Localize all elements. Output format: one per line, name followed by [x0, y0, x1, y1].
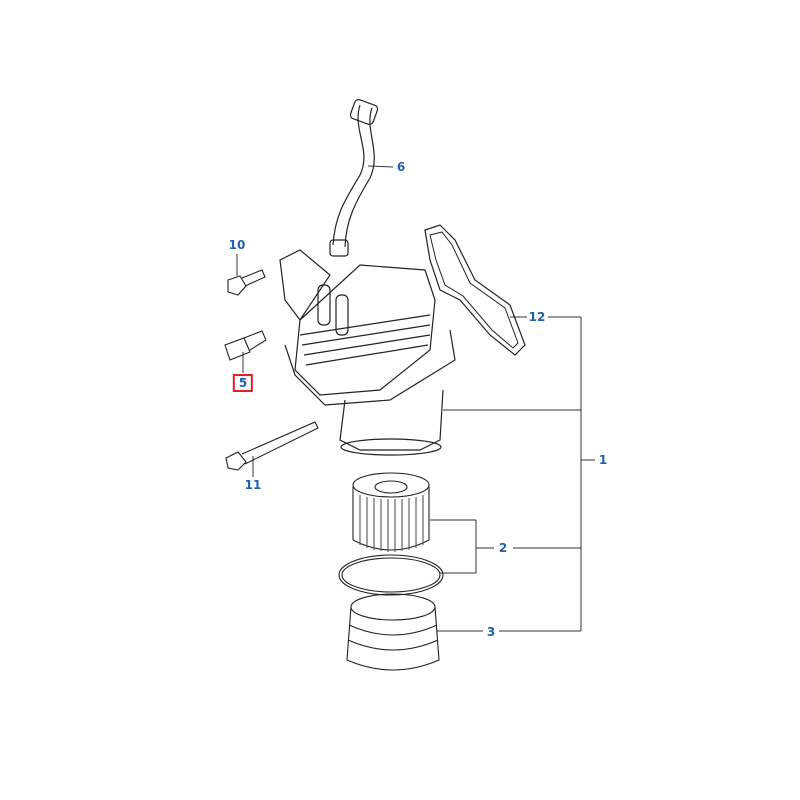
callout-1[interactable]: 1: [598, 453, 608, 467]
callout-6[interactable]: 6: [396, 160, 406, 174]
filter-cap-part: [346, 593, 440, 671]
callout-3[interactable]: 3: [486, 625, 496, 639]
callout-10[interactable]: 10: [228, 238, 246, 252]
hose-part: [329, 99, 379, 257]
stud-5: [224, 330, 267, 361]
callout-2[interactable]: 2: [498, 541, 508, 555]
leader-lines: [236, 165, 595, 632]
bolt-10: [227, 269, 266, 296]
callout-11[interactable]: 11: [244, 478, 262, 492]
filter-housing-part: [279, 249, 456, 456]
filter-element-part: [338, 472, 444, 596]
callout-5-highlighted[interactable]: 5: [232, 374, 254, 392]
bolt-11: [225, 421, 319, 471]
gasket-part: [424, 224, 526, 356]
callout-12[interactable]: 12: [528, 310, 546, 324]
